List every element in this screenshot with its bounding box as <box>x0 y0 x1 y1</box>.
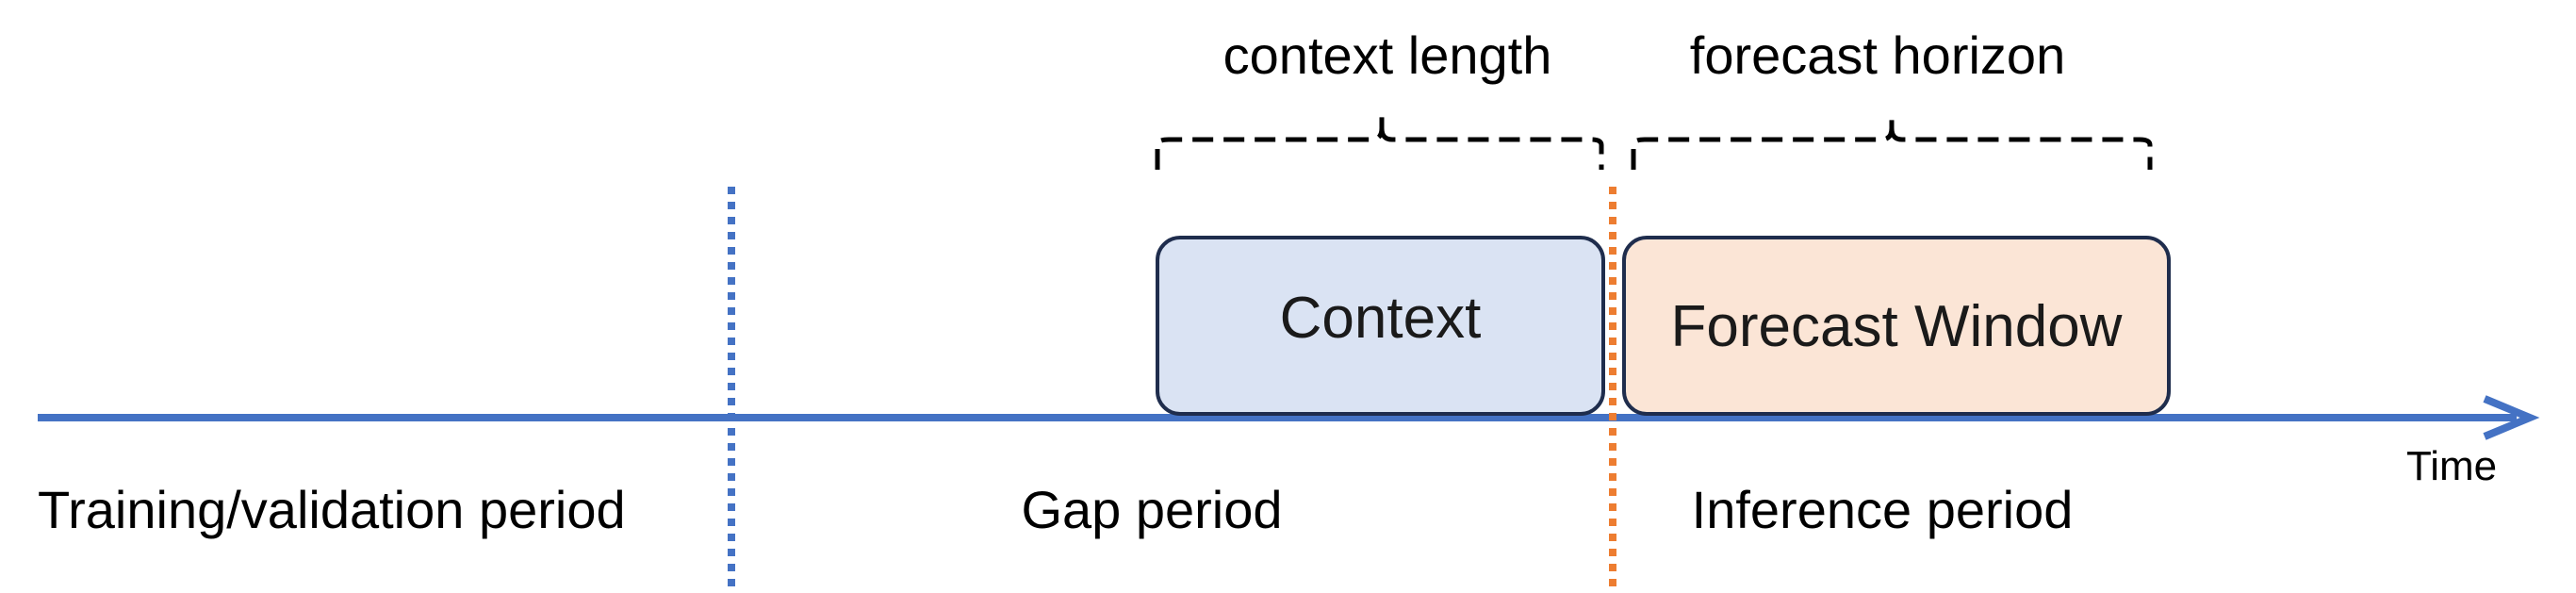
inference-period-label: Inference period <box>1691 480 2074 539</box>
training-period-label: Training/validation period <box>38 480 626 539</box>
gap-period-label: Gap period <box>1021 480 1283 539</box>
forecast-horizon-label: forecast horizon <box>1689 25 2066 85</box>
forecast-horizon-brace <box>1631 111 2153 170</box>
forecast-window-box <box>1622 236 2171 416</box>
context-box <box>1156 236 1605 416</box>
time-axis-arrowhead <box>2483 395 2540 440</box>
context-length-brace <box>1155 111 1604 170</box>
context-box-label: Context <box>1279 285 1482 351</box>
time-axis-label: Time <box>2406 443 2498 489</box>
forecast-window-label: Forecast Window <box>1670 293 2123 359</box>
context-length-label: context length <box>1222 25 1552 85</box>
